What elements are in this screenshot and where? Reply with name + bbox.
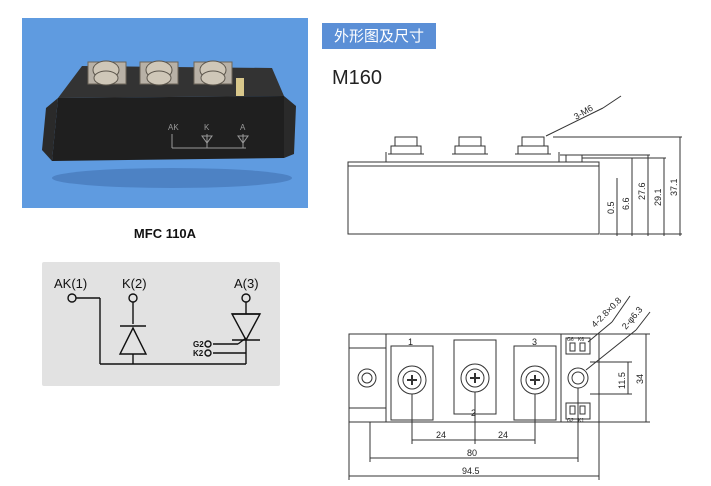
circuit-schematic: AK(1) K(2) A(3) [42, 262, 280, 386]
side-dim-37-1: 37.1 [669, 178, 679, 196]
mounting-hole-right [567, 367, 589, 389]
terminal-number-3: 3 [532, 337, 537, 347]
side-terminal [388, 136, 424, 155]
pin-label-k: K(2) [122, 276, 147, 291]
section-title: 外形图及尺寸 [322, 23, 437, 49]
top-dim-94-5: 94.5 [462, 466, 480, 476]
module-image: AK K A [42, 60, 296, 188]
top-dim-34: 34 [635, 374, 645, 384]
callout-mount-holes: 2-φ6.3 [620, 305, 645, 332]
top-dim-24-b: 24 [498, 430, 508, 440]
top-view [348, 295, 651, 480]
side-dim-27-6: 27.6 [637, 182, 647, 200]
mounting-hole-left [357, 368, 377, 388]
model-label: M160 [332, 67, 383, 89]
gate-label-k2: K2 [193, 349, 204, 358]
photo-label-k: K [204, 123, 210, 132]
top-dim-24-a: 24 [436, 430, 446, 440]
photo-label-ak: AK [168, 123, 179, 132]
top-view-body [348, 333, 600, 423]
thyristor-symbol [230, 313, 262, 342]
pin-label-ak: AK(1) [54, 276, 87, 291]
terminal-number-1: 1 [408, 337, 413, 347]
photo-caption: MFC 110A [133, 226, 197, 241]
pin-label-a: A(3) [234, 276, 259, 291]
side-view-body [347, 161, 600, 235]
tab-label-k1: K1 [578, 418, 584, 424]
side-terminal [452, 136, 488, 155]
gate-tab-top [565, 337, 591, 355]
top-dim-80: 80 [467, 448, 477, 458]
terminal-number-2: 2 [471, 408, 476, 418]
tab-label-g2: G2 [567, 418, 574, 424]
side-terminal [515, 136, 551, 155]
side-callout-thread: 3-M6 [572, 103, 595, 122]
photo-label-a: A [240, 123, 246, 132]
side-view [347, 95, 682, 236]
tab-label-k6: K6 [578, 337, 584, 343]
side-dim-6-6: 6.6 [621, 197, 631, 210]
schematic-drawing: AK(1) K(2) A(3) [54, 276, 262, 365]
product-photo: AK K A [22, 18, 308, 208]
side-dim-29-1: 29.1 [653, 188, 663, 206]
side-dim-0-5: 0.5 [606, 201, 616, 214]
gate-label-g2: G2 [193, 340, 204, 349]
top-dim-11-5: 11.5 [617, 372, 627, 389]
tab-label-g6: G6 [567, 337, 574, 343]
